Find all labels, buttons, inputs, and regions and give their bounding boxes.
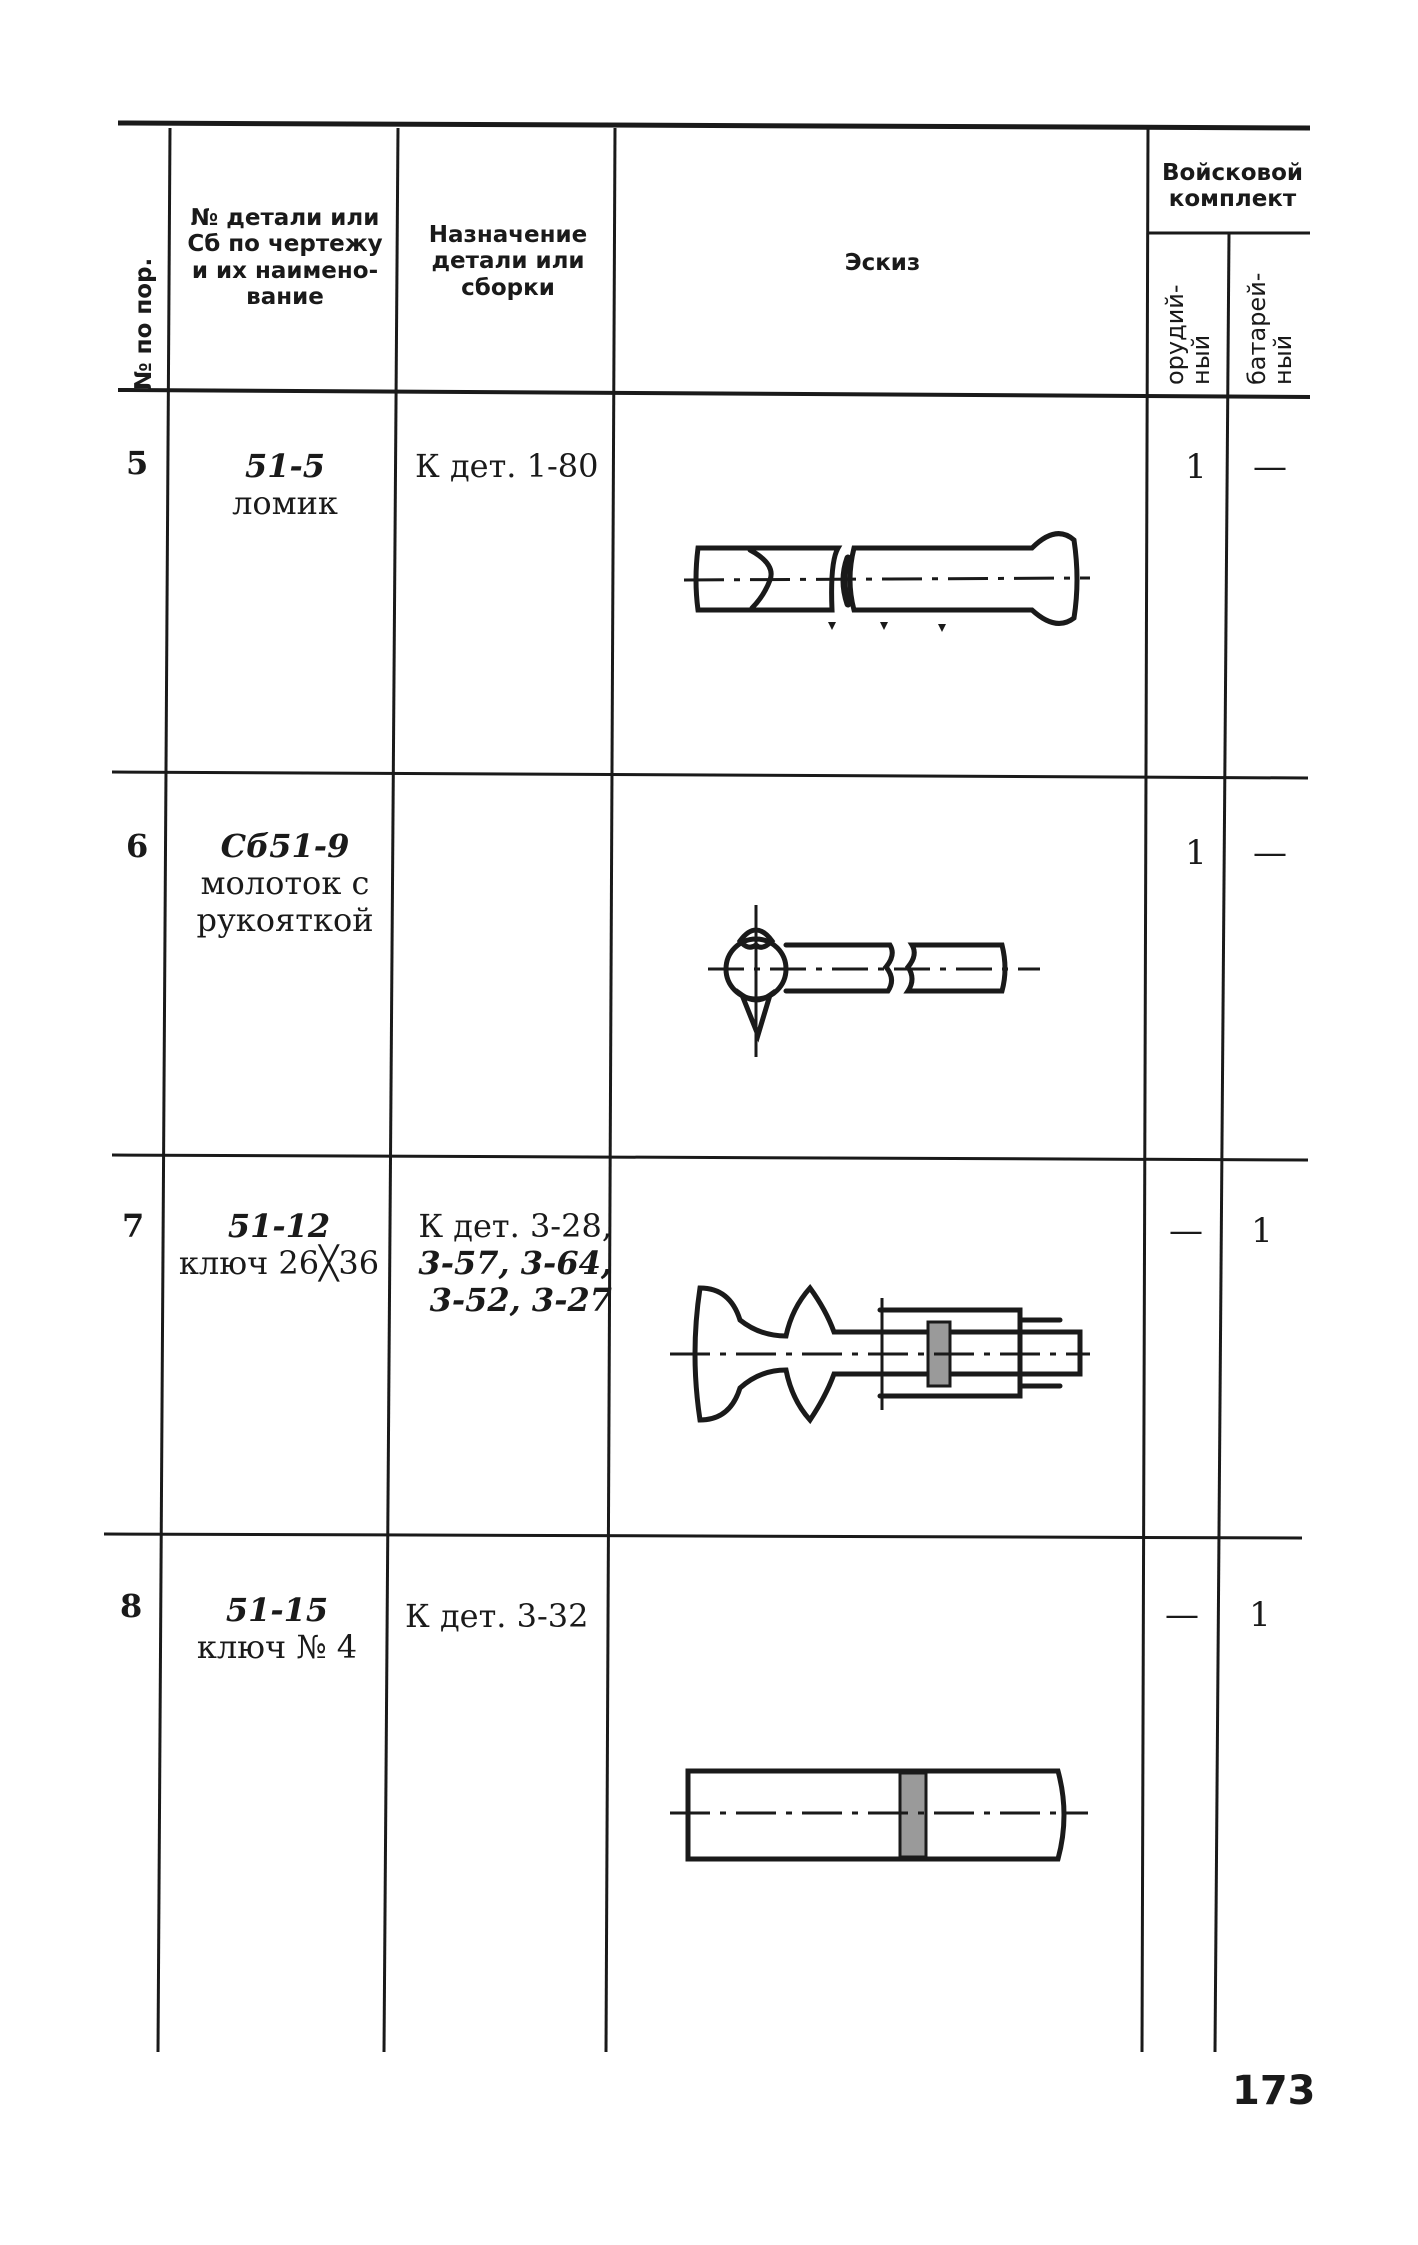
- row-number: 6: [126, 827, 149, 865]
- part-name: ключ № 4: [196, 1627, 358, 1666]
- kit-gun-count: 1: [1185, 833, 1207, 873]
- header-col-kit-battery: батарей- ный: [1243, 272, 1298, 385]
- purpose-line: 3-57, 3-64,: [418, 1243, 612, 1282]
- row-purpose: К дет. 1-80: [415, 448, 615, 485]
- page-number: 173: [1232, 2068, 1316, 2114]
- row-purpose: К дет. 3-28, 3-57, 3-64, 3-52, 3-27: [392, 1208, 612, 1318]
- purpose-line: К дет. 3-28,: [418, 1207, 612, 1245]
- hammer-sketch-icon: [708, 905, 1040, 1057]
- header-col-kit-line: комплект: [1168, 186, 1297, 213]
- purpose-line: 3-52, 3-27: [429, 1280, 612, 1319]
- kit-gun-count: 1: [1185, 447, 1207, 487]
- header-col-no: № по пор.: [131, 257, 157, 390]
- part-name: ломик: [232, 483, 338, 522]
- row-number: 8: [120, 1587, 143, 1625]
- header-col-part-line: Сб по чертежу: [187, 231, 383, 258]
- row-part: 51-5 ломик: [176, 448, 394, 522]
- kit-gun-count: —: [1165, 1595, 1199, 1635]
- part-name: молоток с: [200, 863, 370, 902]
- row-number: 5: [126, 444, 149, 482]
- purpose-line: К дет. 3-32: [405, 1597, 589, 1635]
- kit-battery-count: —: [1253, 447, 1287, 487]
- row-part: 51-12 ключ 26╳36: [168, 1208, 390, 1282]
- part-name: ключ 26╳36: [178, 1243, 380, 1282]
- header-col-sketch: Эскиз: [844, 250, 921, 276]
- row-number: 7: [122, 1207, 145, 1245]
- header-col-kit-gun: орудий- ный: [1161, 284, 1216, 385]
- row-purpose: К дет. 3-32: [405, 1598, 605, 1635]
- header-col-part-line: и их наимено-: [191, 257, 379, 284]
- header-col-purpose: Назначение детали или сборки: [405, 222, 611, 301]
- row-part: 51-15 ключ № 4: [166, 1592, 388, 1666]
- kit-battery-count: 1: [1251, 1211, 1273, 1251]
- part-code: 51-15: [225, 1591, 329, 1629]
- part-name: рукояткой: [196, 900, 374, 939]
- part-code: 51-12: [227, 1207, 331, 1245]
- row-part: Сб51-9 молоток с рукояткой: [176, 828, 394, 938]
- wrench-26x36-sketch-icon: [670, 1284, 1090, 1425]
- header-col-kit: Войсковой комплект: [1150, 160, 1315, 213]
- header-col-purpose-line: Назначение: [428, 222, 588, 248]
- header-col-purpose-line: сборки: [461, 274, 555, 301]
- crowbar-sketch-icon: [683, 531, 1091, 632]
- header-col-part: № детали или Сб по чертежу и их наимено-…: [176, 205, 394, 311]
- part-code: 51-5: [244, 447, 326, 485]
- part-code: Сб51-9: [220, 827, 350, 865]
- kit-battery-count: —: [1253, 833, 1287, 873]
- header-col-part-line: № детали или: [190, 205, 380, 231]
- kit-battery-count: 1: [1249, 1595, 1271, 1635]
- header-col-kit-line: Войсковой: [1162, 160, 1303, 186]
- purpose-line: К дет. 1-80: [415, 447, 599, 485]
- header-col-purpose-line: детали или: [431, 248, 585, 275]
- wrench-no4-sketch-icon: [670, 1768, 1088, 1862]
- header-col-part-line: вание: [246, 284, 324, 311]
- kit-gun-count: —: [1169, 1211, 1203, 1251]
